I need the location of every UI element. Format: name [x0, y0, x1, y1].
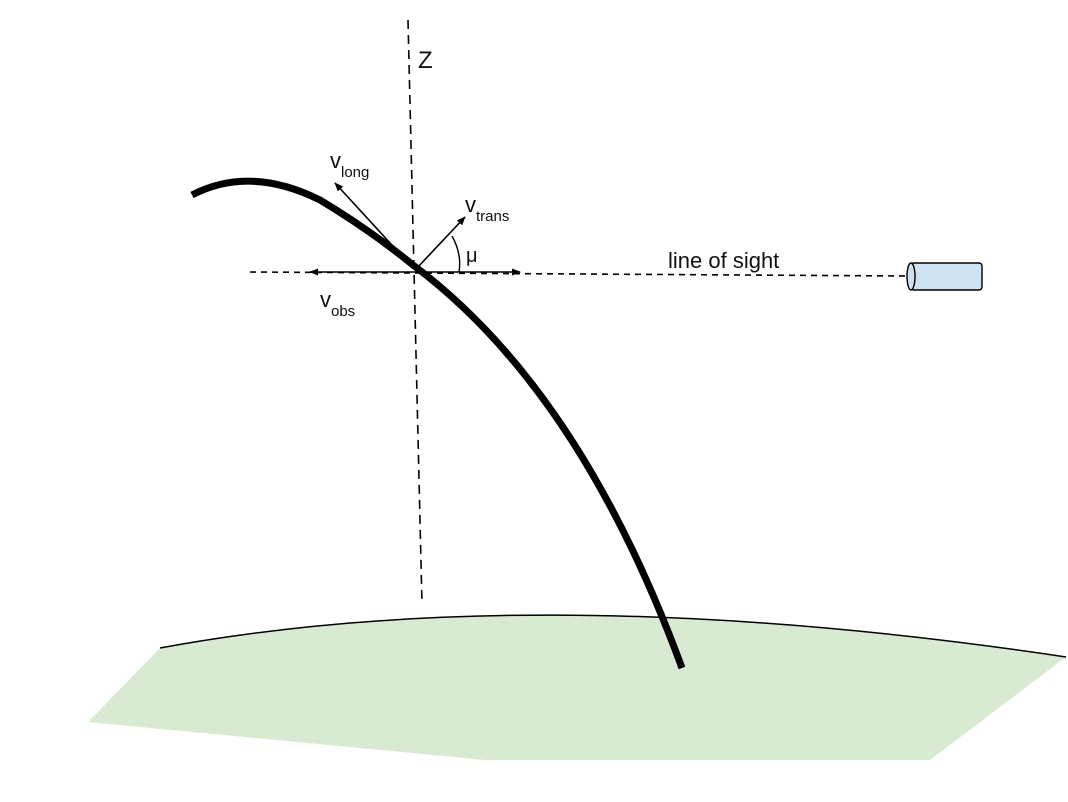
v-long-arrow: [334, 182, 414, 269]
mu-label: μ: [466, 245, 478, 267]
ground-horizon-edge: [159, 614, 1067, 658]
camera-icon: [906, 262, 983, 291]
v-long-label: vlong: [330, 148, 369, 181]
v-trans-label: vtrans: [465, 192, 509, 225]
ground-surface: [88, 615, 1066, 760]
v-obs-label: vobs: [320, 287, 355, 320]
mu-angle-arc: [451, 235, 461, 273]
meteor-trajectory: [190, 177, 686, 670]
line-of-sight-label: line of sight: [668, 248, 779, 273]
z-axis-label: Z: [418, 47, 433, 74]
v-trans-arrow: [416, 216, 466, 269]
z-axis-line: [407, 19, 423, 605]
